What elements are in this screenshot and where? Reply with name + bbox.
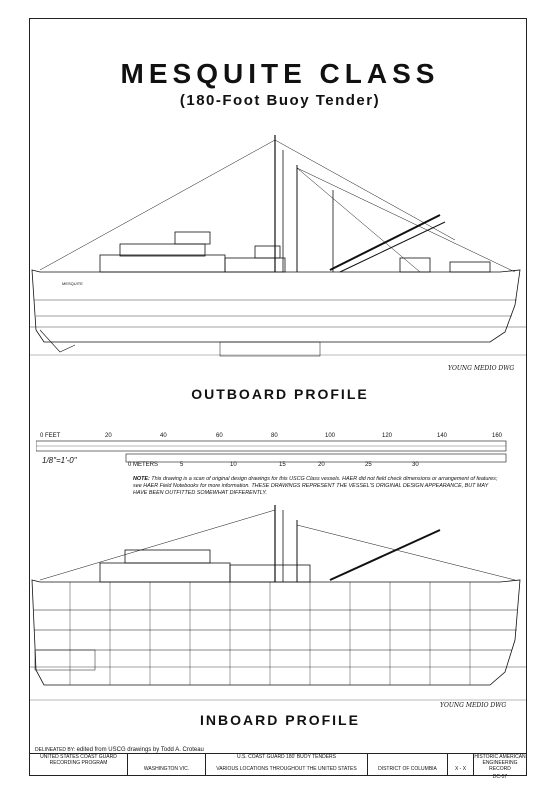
drawing-border [29,18,527,776]
scale-meters-label: 0 METERS [128,462,159,468]
scale-tick: 25 [365,462,372,468]
scale-tick: 15 [279,462,286,468]
scale-tick: 120 [382,433,393,439]
scale-tick: 100 [325,433,336,439]
scale-tick: 40 [160,433,167,439]
scale-tick: 80 [271,433,278,439]
scale-feet-label: 0 FEET [40,433,61,439]
note-body: This drawing is a scan of original desig… [133,476,498,496]
signature-bottom: YOUNG MEDIO DWG [440,702,507,709]
note-lead: NOTE: [133,476,150,482]
credit-text: edited from USCG drawings by Todd A. Cro… [76,747,204,753]
scale-tick: 10 [230,462,237,468]
title-block-record: HISTORIC AMERICAN ENGINEERING RECORD DC-… [474,754,526,780]
scale-tick: 30 [412,462,419,468]
title-block: UNITED STATES COAST GUARD RECORDING PROG… [30,753,526,780]
signature-top: YOUNG MEDIO DWG [448,365,515,372]
scale-tick: 160 [492,433,503,439]
inboard-profile-label: INBOARD PROFILE [200,712,360,728]
credit-line: DELINEATED BY: edited from USCG drawings… [35,747,204,753]
design-note: NOTE: This drawing is a scan of original… [133,476,503,497]
scale-tick: 140 [437,433,448,439]
hull-marking: MESQUITE [62,281,83,286]
title-block-city: WASHINGTON VIC. [128,754,206,776]
title-block-sheet-ref: X - X [448,754,474,776]
outboard-profile-drawing [30,135,526,357]
scale-tick: 5 [180,462,184,468]
title-block-agency: UNITED STATES COAST GUARD RECORDING PROG… [30,754,128,776]
scale-tick: 20 [318,462,325,468]
scale-tick: 60 [216,433,223,439]
inboard-profile-drawing [30,505,526,701]
title-block-district: DISTRICT OF COLUMBIA [368,754,448,776]
outboard-profile-label: OUTBOARD PROFILE [191,386,369,402]
drawing-title: MESQUITE CLASS [120,58,440,89]
title-block-project: U.S. COAST GUARD 180' BUOY TENDERS VARIO… [206,754,368,776]
credit-prefix: DELINEATED BY: [35,747,76,753]
scale-tick: 20 [105,433,112,439]
scale-ratio: 1/8"=1'-0" [42,456,77,465]
scale-bar [36,440,507,463]
drawing-subtitle: (180-Foot Buoy Tender) [179,92,381,109]
